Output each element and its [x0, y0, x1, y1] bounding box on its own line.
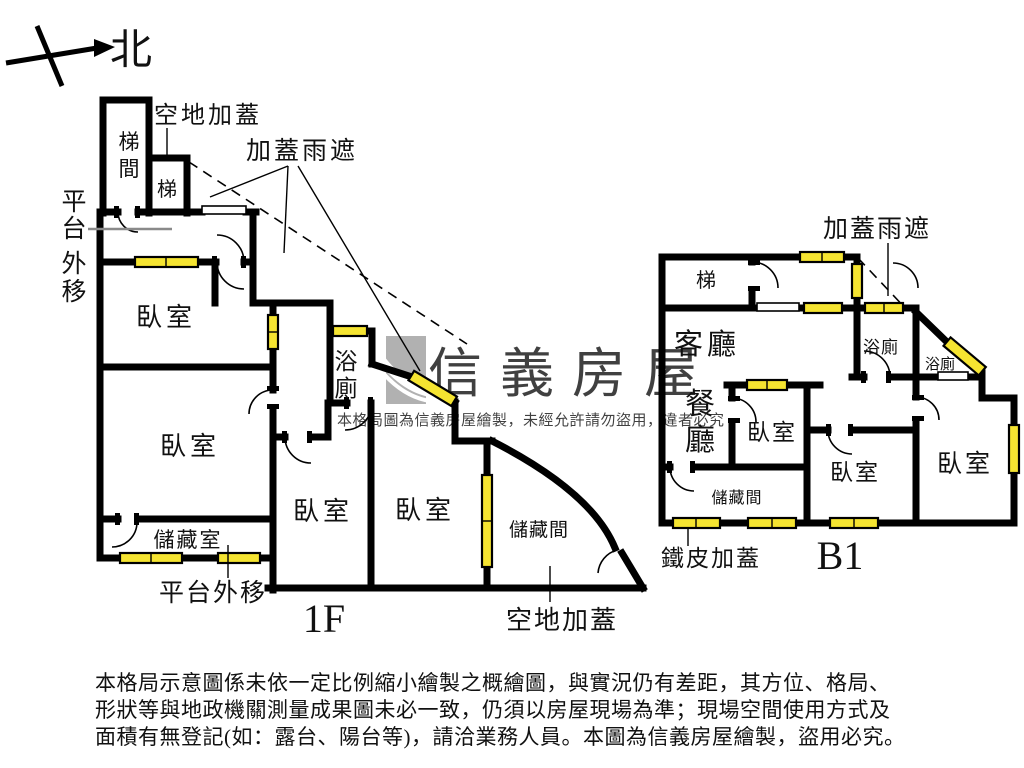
annotation-platform-left: 移: [61, 278, 86, 306]
window: [331, 324, 369, 338]
rain-canopy-dashed-line: [188, 161, 468, 345]
disclaimer-line-2: 形狀等與地政機關測量成果圖未必一致，仍須以房屋現場為準；現場空間使用方式及: [95, 698, 891, 722]
sliding-door: [756, 302, 800, 312]
annotation-platform-left: 外: [61, 250, 86, 278]
room-label-bathroom-1f: 浴: [335, 349, 358, 374]
watermark-notice-text: 本格局圖為信義房屋繪製，未經允許請勿盜用，違者必究: [337, 411, 725, 429]
annotation-rain-canopy-1f: 加蓋雨遮: [246, 137, 358, 165]
window: [941, 335, 988, 377]
floor-label-b1: B1: [817, 533, 864, 578]
window: [1007, 423, 1021, 475]
room-label-bedroom-3: 臥室: [293, 497, 353, 526]
windows-1f: [118, 255, 494, 569]
room-label-storage-b1: 儲藏間: [711, 489, 762, 507]
room-label-bathroom-b1-2: 浴廁: [925, 355, 955, 373]
annotation-vacant-cover-bottom: 空地加蓋: [506, 606, 618, 635]
window: [216, 551, 262, 565]
curved-wall: [487, 436, 620, 553]
annotation-metal-roof-cover: 鐵皮加蓋: [661, 546, 761, 571]
annotation-rain-canopy-b1: 加蓋雨遮: [823, 215, 931, 243]
sinyi-watermark: 信義房屋 本格局圖為信義房屋繪製，未經允許請勿盜用，違者必究: [337, 336, 725, 429]
annotation-platform-left: 台: [61, 215, 86, 243]
window: [406, 369, 459, 408]
floorplan-b1: 加蓋雨遮 梯 客廳 餐 廳 浴廁 浴廁 臥室 臥室 臥室 儲藏間 鐵皮加蓋 B1: [658, 215, 1021, 578]
room-label-stairs-b1: 梯: [696, 269, 716, 292]
room-label-storage-1f: 儲藏間: [509, 519, 569, 541]
labels-b1: 加蓋雨遮 梯 客廳 餐 廳 浴廁 浴廁 臥室 臥室 臥室 儲藏間 鐵皮加蓋 B1: [661, 215, 993, 578]
room-label-dining-room: 廳: [685, 424, 715, 457]
walls-1f: [96, 96, 648, 594]
floor-label-1f: 1F: [303, 596, 345, 641]
room-label-living-room: 客廳: [674, 328, 740, 361]
floorplan-1f: 梯 間 梯 空地加蓋 加蓋雨遮 平 台 外 移 臥室 臥室 臥室 臥室 浴 廁 …: [61, 96, 648, 641]
compass-arrowhead-icon: [94, 39, 115, 57]
room-label-stairwell: 梯: [119, 130, 140, 154]
north-label: 北: [110, 28, 152, 74]
rain-canopy-dashed-line: [857, 257, 909, 312]
sliding-door: [201, 205, 247, 215]
room-label-stairwell: 間: [119, 157, 140, 181]
disclaimer-line-3: 面積有無登記(如：露台、陽台等)，請洽業務人員。本圖為信義房屋繪製，盜用必究。: [95, 725, 905, 749]
room-label-bedroom-b1-1: 臥室: [747, 420, 797, 445]
door-jambs-b1: [667, 260, 924, 473]
door-arcs-b1: [669, 261, 940, 492]
disclaimer-text: 本格局示意圖係未依一定比例縮小繪製之概繪圖，與實況仍有差距，其方位、格局、 形狀…: [95, 671, 905, 749]
window: [850, 262, 864, 300]
window: [802, 301, 844, 315]
compass-cross-line: [34, 25, 65, 87]
door-arcs-1f: [111, 211, 618, 574]
room-label-bedroom-4: 臥室: [395, 496, 455, 525]
sliding-door: [937, 371, 969, 381]
compass: 北: [5, 25, 152, 87]
room-label-stairs: 梯: [157, 178, 177, 201]
room-label-bedroom-b1-3: 臥室: [937, 450, 993, 478]
door-jambs-1f: [114, 206, 373, 525]
room-label-storage-room: 儲藏室: [154, 528, 223, 552]
windows-b1: [671, 250, 1021, 530]
annotation-platform-left: 平: [61, 189, 86, 216]
room-label-bedroom-2: 臥室: [160, 432, 220, 461]
room-label-bedroom-b1-2: 臥室: [830, 460, 880, 485]
room-label-bedroom-1: 臥室: [136, 303, 196, 332]
labels-1f: 梯 間 梯 空地加蓋 加蓋雨遮 平 台 外 移 臥室 臥室 臥室 臥室 浴 廁 …: [61, 102, 618, 641]
watermark-brand-text: 信義房屋: [428, 344, 716, 404]
room-label-bathroom-1f: 廁: [335, 376, 358, 401]
pointer-lines-b1: [687, 243, 909, 546]
pointer-lines-1f: [88, 128, 551, 602]
disclaimer-line-1: 本格局示意圖係未依一定比例縮小繪製之概繪圖，與實況仍有差距，其方位、格局、: [95, 671, 891, 695]
annotation-vacant-cover-top: 空地加蓋: [154, 102, 262, 129]
room-label-bathroom-b1-1: 浴廁: [863, 337, 899, 357]
room-label-dining-room: 餐: [685, 388, 715, 421]
annotation-platform-bottom: 平台外移: [159, 579, 267, 607]
